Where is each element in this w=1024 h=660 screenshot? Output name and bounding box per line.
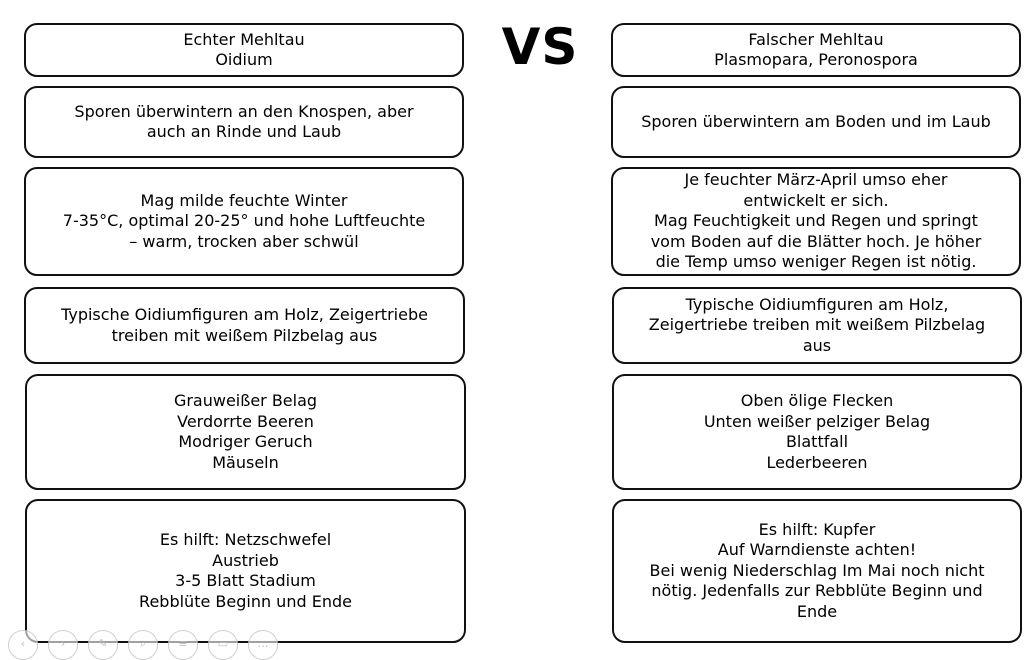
zoom-icon[interactable]: ⌕ <box>128 630 158 660</box>
box-text-line: Auf Warndienste achten! <box>717 540 917 560</box>
box-text-line: Rebblüte Beginn und Ende <box>139 591 352 611</box>
box-text-line: Mäuseln <box>212 452 279 472</box>
box-text-line: Es hilft: Netzschwefel <box>159 530 332 549</box>
box-text-line: Falscher Mehltau <box>748 29 884 49</box>
arrow-right-icon[interactable]: › <box>48 630 78 660</box>
box-text-line: aus <box>802 335 832 355</box>
more-icon[interactable]: … <box>248 630 278 660</box>
box-text-line: treiben mit weißem Pilzbelag aus <box>111 325 378 345</box>
left-box-wood-symptoms: Typische Oidiumfiguren am Holz, Zeigertr… <box>24 287 465 364</box>
right-box-wood-symptoms: Typische Oidiumfiguren am Holz,Zeigertri… <box>612 287 1022 364</box>
box-text-line: vom Boden auf die Blätter hoch. Je höher <box>650 231 982 251</box>
right-box-overwintering: Sporen überwintern am Boden und im Laub <box>611 86 1021 158</box>
box-text-line: – warm, trocken aber schwül <box>129 231 359 251</box>
box-text-line: Oben ölige Flecken <box>740 391 894 410</box>
box-text-line: die Temp umso weniger Regen ist nötig. <box>655 252 977 272</box>
box-text-line: Modriger Geruch <box>178 432 313 451</box>
box-text-line: Ende <box>796 601 838 621</box>
box-text-line: Je feuchter März-April umso eher <box>684 170 948 190</box>
box-text-line: Sporen überwintern an den Knospen, aber <box>74 101 414 121</box>
box-text-line: Unten weißer pelziger Belag <box>703 411 931 431</box>
box-text-line: Sporen überwintern am Boden und im Laub <box>641 111 991 131</box>
box-text-line: Zeigertriebe treiben mit weißem Pilzbela… <box>648 315 986 335</box>
box-text-line: Grauweißer Belag <box>173 391 318 410</box>
box-text-line: Mag Feuchtigkeit und Regen und springt <box>654 211 978 231</box>
box-text-line: Mag milde feuchte Winter <box>140 190 348 210</box>
box-text-line: Verdorrte Beeren <box>177 411 314 431</box>
box-text-line: 7-35°C, optimal 20-25° und hohe Luftfeuc… <box>62 211 426 231</box>
box-text-line: entwickelt er sich. <box>743 190 889 210</box>
vs-label: VS <box>501 18 579 76</box>
box-text-line: Bei wenig Niederschlag Im Mai noch nicht <box>649 560 985 580</box>
box-text-line: Blattfall <box>785 432 849 451</box>
pen-icon[interactable]: ✎ <box>88 630 118 660</box>
arrow-left-icon[interactable]: ‹ <box>8 630 38 660</box>
box-text-line: nötig. Jedenfalls zur Rebblüte Beginn un… <box>651 581 983 601</box>
box-text-line: Oidium <box>215 50 273 69</box>
box-text-line: Lederbeeren <box>766 452 868 472</box>
slideshow-toolbar: ‹ › ✎ ⌕ ≡ ▭ … <box>0 626 290 660</box>
box-text-line: auch an Rinde und Laub <box>146 122 342 141</box>
box-text-line: Es hilft: Kupfer <box>758 519 876 539</box>
box-text-line: Austrieb <box>212 550 279 570</box>
box-text-line: Typische Oidiumfiguren am Holz, <box>685 294 949 314</box>
box-text-line: 3-5 Blatt Stadium <box>175 571 316 590</box>
video-icon[interactable]: ▭ <box>208 630 238 660</box>
box-text-line: Echter Mehltau <box>183 29 305 49</box>
box-text-line: Plasmopara, Peronospora <box>714 50 918 69</box>
box-text-line: Typische Oidiumfiguren am Holz, Zeigertr… <box>61 305 428 324</box>
menu-icon[interactable]: ≡ <box>168 630 198 660</box>
